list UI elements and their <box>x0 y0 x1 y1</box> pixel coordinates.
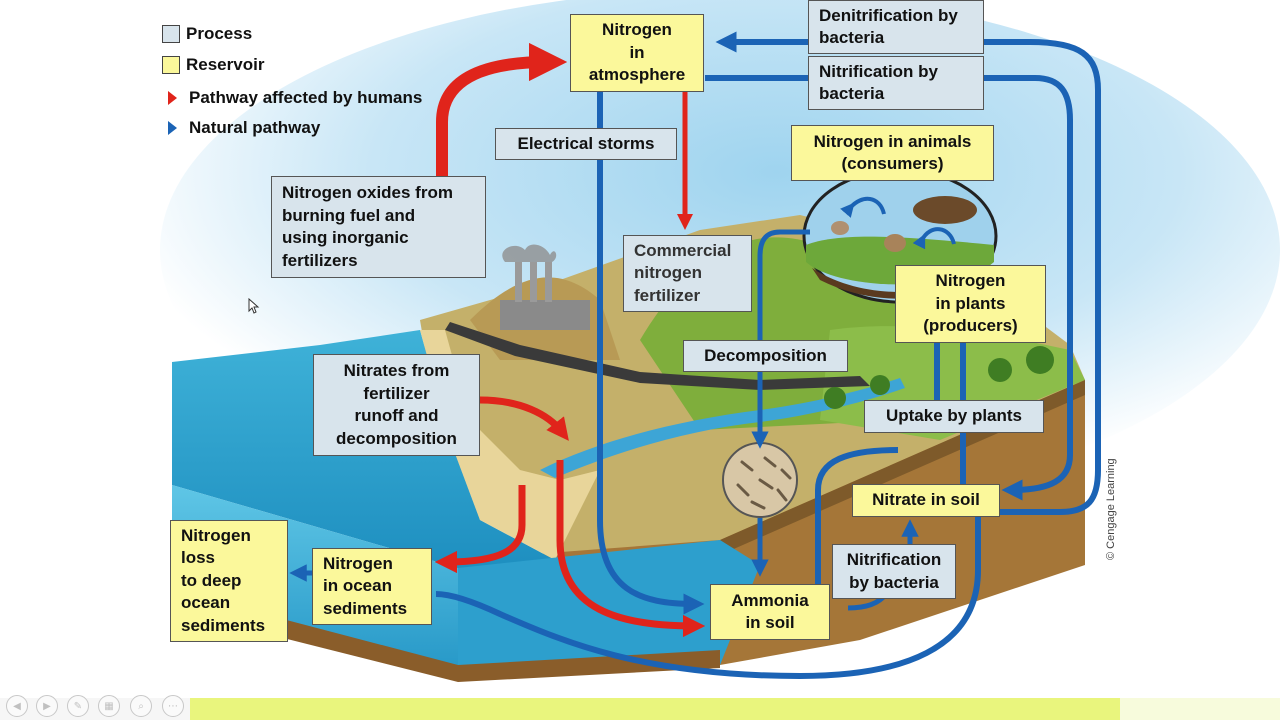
arrow-runoff-to-river <box>479 396 569 441</box>
cursor-icon <box>248 298 260 314</box>
box-nitrogen-loss: Nitrogen loss to deep ocean sediments <box>170 520 288 642</box>
red-triangle-icon <box>168 91 177 105</box>
zoom-icon[interactable]: ⌕ <box>130 695 152 717</box>
river <box>540 378 905 478</box>
box-electrical-storms: Electrical storms <box>495 128 677 160</box>
box-nitrogen-ocean-sediments-label: Nitrogen in ocean sediments <box>323 553 408 618</box>
more-options-icon[interactable]: ⋯ <box>162 695 184 717</box>
previous-slide-icon[interactable]: ◀ <box>6 695 28 717</box>
arrow-storms-to-ammonia <box>597 92 705 615</box>
inset-arrow-left <box>840 197 886 218</box>
box-decomposition: Decomposition <box>683 340 848 372</box>
box-commercial-fertilizer: Commercial nitrogen fertilizer <box>623 235 752 312</box>
legend-natural-pathway: Natural pathway <box>162 118 320 138</box>
box-nitrogen-animals-label: Nitrogen in animals (consumers) <box>813 131 972 174</box>
box-denitrification-label: Denitrification by bacteria <box>819 5 958 48</box>
box-nitrogen-ocean-sediments: Nitrogen in ocean sediments <box>312 548 432 625</box>
box-nitrogen-animals: Nitrogen in animals (consumers) <box>791 125 994 181</box>
arrow-atmosphere-to-nitrate <box>705 75 1073 501</box>
slides-grid-icon[interactable]: ▦ <box>98 695 120 717</box>
box-nitrogen-oxides-label: Nitrogen oxides from burning fuel and us… <box>282 183 453 270</box>
arrow-animals-decomposition <box>751 229 810 449</box>
box-nitrate-soil-label: Nitrate in soil <box>872 490 980 510</box>
arrow-nitrate-to-denitrification <box>1000 150 1101 515</box>
arrow-ammonia-up-to-plants <box>815 447 899 584</box>
box-nitrogen-atmosphere-label: Nitrogen in atmosphere <box>588 20 686 85</box>
box-nitrogen-atmosphere: Nitrogen in atmosphere <box>570 14 704 92</box>
box-nitrogen-oxides: Nitrogen oxides from burning fuel and us… <box>271 176 486 278</box>
reservoir-swatch <box>162 56 180 74</box>
arrow-to-ammonia <box>556 460 706 638</box>
blue-triangle-icon <box>168 121 177 135</box>
box-nitrates-runoff-label: Nitrates from fertilizer runoff and deco… <box>336 361 457 448</box>
pen-icon[interactable]: ✎ <box>67 695 89 717</box>
beach <box>420 330 600 560</box>
legend-reservoir-label: Reservoir <box>186 55 265 74</box>
box-nitrification-top: Nitrification by bacteria <box>808 56 984 110</box>
arrow-to-ocean-sediments <box>434 485 526 574</box>
box-nitrification-bottom: Nitrification by bacteria <box>832 544 956 599</box>
box-electrical-storms-label: Electrical storms <box>517 133 655 153</box>
box-uptake-plants: Uptake by plants <box>864 400 1044 433</box>
box-commercial-fertilizer-label: Commercial nitrogen fertilizer <box>634 240 732 305</box>
factory <box>500 300 590 330</box>
legend-natural-label: Natural pathway <box>189 118 321 137</box>
legend-human-pathway: Pathway affected by humans <box>162 88 422 108</box>
box-nitrate-soil: Nitrate in soil <box>852 484 1000 517</box>
box-uptake-plants-label: Uptake by plants <box>885 406 1023 426</box>
bottom-bar <box>0 698 1280 720</box>
inset-arrow-right <box>912 227 956 250</box>
next-slide-icon[interactable]: ▶ <box>36 695 58 717</box>
box-nitrification-top-label: Nitrification by bacteria <box>819 61 939 104</box>
legend-process-label: Process <box>186 24 253 43</box>
box-denitrification: Denitrification by bacteria <box>808 0 984 54</box>
smoke <box>502 244 557 262</box>
box-nitrogen-plants-label: Nitrogen in plants (producers) <box>923 271 1018 336</box>
legend-reservoir: Reservoir <box>162 55 264 75</box>
arrow-nitrate-deep-loop <box>435 516 981 680</box>
box-nitrogen-loss-label: Nitrogen loss to deep ocean sediments <box>181 525 266 635</box>
legend-process: Process <box>162 24 252 44</box>
box-nitrates-runoff: Nitrates from fertilizer runoff and deco… <box>313 354 480 456</box>
box-decomposition-label: Decomposition <box>704 345 827 365</box>
box-ammonia-soil-label: Ammonia in soil <box>731 590 809 633</box>
box-nitrogen-plants: Nitrogen in plants (producers) <box>895 265 1046 343</box>
box-ammonia-soil: Ammonia in soil <box>710 584 830 640</box>
box-nitrification-bottom-label: Nitrification by bacteria <box>846 550 942 592</box>
arrow-denitrification-to-atmosphere <box>715 31 1101 155</box>
credit-text: © Cengage Learning <box>1105 458 1117 560</box>
legend-human-label: Pathway affected by humans <box>189 88 423 107</box>
road <box>445 322 870 390</box>
arrow-oxides-to-atmosphere <box>436 42 568 178</box>
process-swatch <box>162 25 180 43</box>
